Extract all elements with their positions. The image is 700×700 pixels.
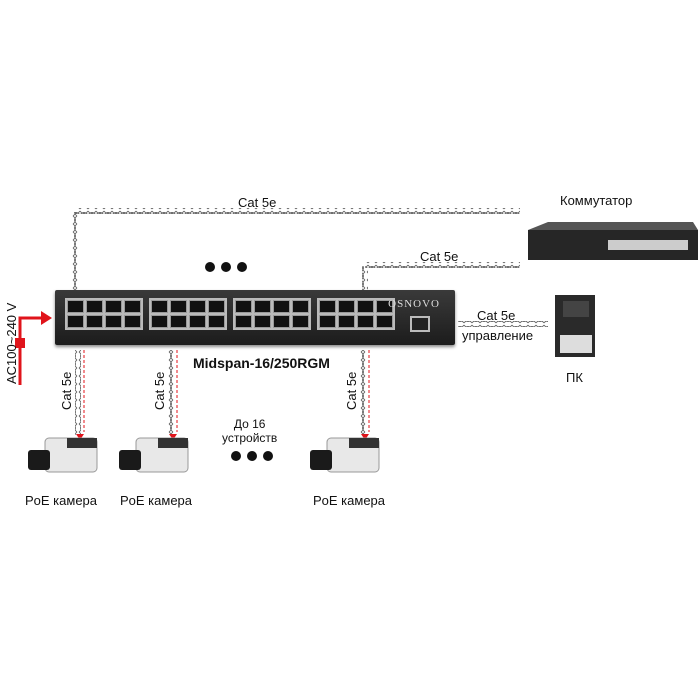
dot (263, 451, 273, 461)
camera-icon (310, 437, 380, 473)
devices-label: До 16 устройств (222, 417, 278, 445)
camera-3-label: PoE камера (313, 493, 386, 508)
camera-cable-3 (360, 350, 370, 440)
camera-icon (119, 437, 189, 473)
camera-cable-1-label: Cat 5e (59, 371, 74, 410)
pc-icon (555, 295, 595, 357)
camera-cable-1 (75, 350, 85, 440)
camera-1-label: PoE камера (25, 493, 98, 508)
cable-mid-horizontal (365, 262, 520, 268)
brand-logo: OSNOVO (388, 298, 440, 310)
switch-label: Коммутатор (560, 193, 633, 208)
pc-label: ПК (566, 370, 583, 385)
cable-top-horizontal (75, 208, 520, 214)
midspan-device: OSNOVO (55, 290, 455, 345)
cable-top-label: Cat 5e (238, 195, 277, 210)
management-port (410, 316, 430, 332)
dot (231, 451, 241, 461)
cable-mid-vertical (362, 266, 368, 290)
power-arrow (15, 311, 52, 385)
mgmt-label: управление (462, 328, 534, 343)
dot (237, 262, 247, 272)
dot (221, 262, 231, 272)
cable-top-vertical (72, 212, 78, 290)
camera-cable-3-label: Cat 5e (344, 371, 359, 410)
cable-mgmt (458, 321, 548, 327)
camera-cable-2-label: Cat 5e (152, 371, 167, 410)
camera-2-label: PoE камера (120, 493, 193, 508)
power-label: AC100~240 V (4, 302, 19, 384)
dot (205, 262, 215, 272)
cable-mid-label: Cat 5e (420, 249, 459, 264)
network-switch-icon (528, 222, 698, 260)
dot (247, 451, 257, 461)
port-block (65, 298, 395, 330)
camera-icon (28, 437, 98, 473)
camera-cable-2 (168, 350, 178, 440)
cable-mgmt-label: Cat 5e (477, 308, 516, 323)
model-label: Midspan-16/250RGM (193, 355, 330, 371)
